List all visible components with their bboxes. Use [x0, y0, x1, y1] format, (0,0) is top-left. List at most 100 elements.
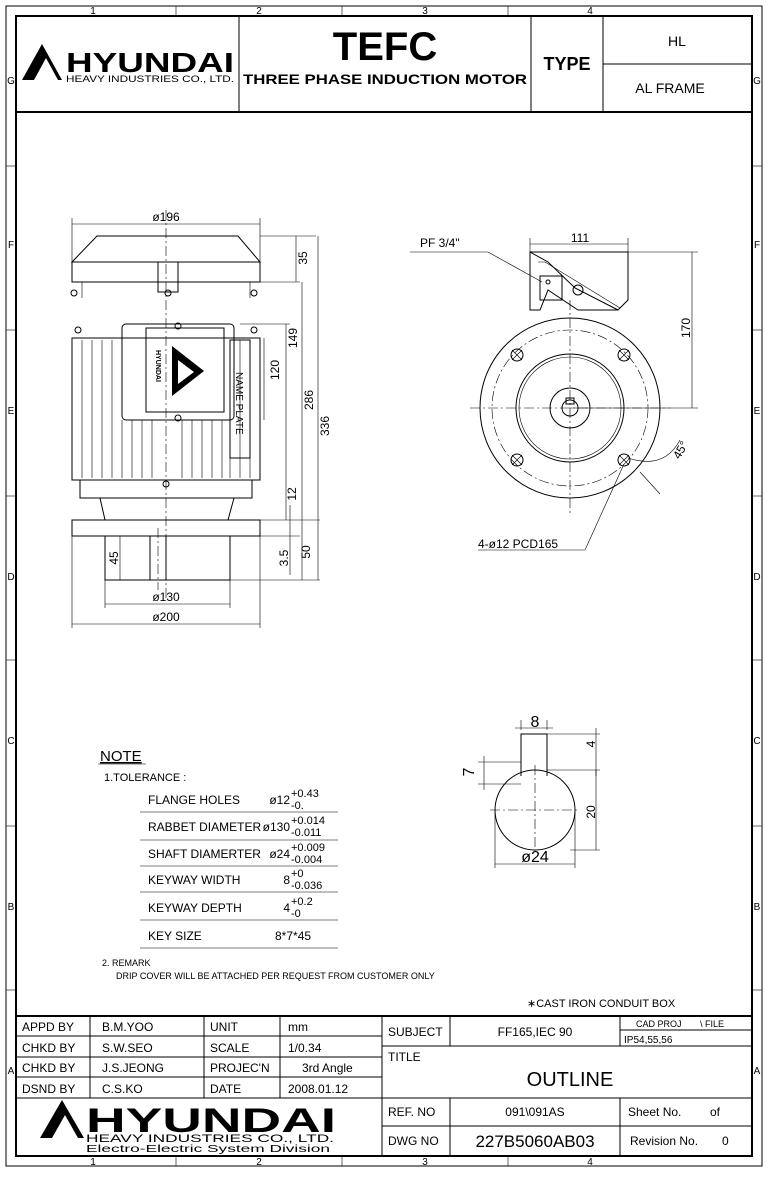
tol-nominal-5: 8*7*45: [275, 929, 311, 943]
sheet-label: Sheet No.: [628, 1105, 681, 1119]
footer-brand: HYUNDAI: [86, 1102, 336, 1140]
box-brand-text: HYUNDAI: [154, 350, 161, 382]
cad-value: IP54,55,56: [624, 1035, 673, 1046]
inner-border: [15, 15, 753, 1157]
subject-label: SUBJECT: [388, 1025, 443, 1039]
type-value-frame: AL FRAME: [635, 80, 705, 96]
row-label-a-right: A: [754, 1066, 761, 1077]
dim-v50: 50: [299, 545, 313, 559]
title-block: APPD BY B.M.YOO CHKD BY S.W.SEO CHKD BY …: [16, 1015, 752, 1156]
dim-d111: 111: [571, 231, 590, 245]
people-role-2: CHKD BY: [22, 1061, 75, 1075]
tol-upper-1: +0.014: [291, 815, 325, 827]
dim-d196: ø196: [152, 210, 180, 224]
ref-value: 091\091AS: [505, 1105, 564, 1119]
people-name-2: J.S.JEONG: [102, 1061, 164, 1075]
flange-hole-icons: [510, 348, 631, 467]
prop-value-3: 2008.01.12: [288, 1082, 348, 1096]
col-label-1: 1: [90, 6, 96, 17]
footer-brand-sub: HEAVY INDUSTRIES CO., LTD.: [86, 1133, 334, 1145]
dim-angle: 45°: [670, 438, 691, 461]
prop-value-1: 1/0.34: [288, 1041, 322, 1055]
col-label-2: 2: [256, 6, 262, 17]
row-label-e-right: E: [754, 406, 761, 417]
hyundai-logo-icon: [22, 44, 62, 80]
title-label: TITLE: [388, 1050, 421, 1064]
row-label-g: G: [7, 76, 15, 87]
col-label-2-bottom: 2: [256, 1157, 262, 1168]
sheet-of: of: [710, 1105, 721, 1119]
col-label-3: 3: [422, 6, 428, 17]
shaft-diameter: ø24: [521, 849, 549, 866]
tol-nominal-4: 4: [283, 901, 290, 915]
file-label: \ FILE: [700, 1019, 724, 1029]
footer-logo-icon: [40, 1100, 84, 1138]
col-label-4: 4: [587, 6, 593, 17]
tol-nominal-0: ø12: [269, 793, 290, 807]
col-label-4-bottom: 4: [587, 1157, 593, 1168]
front-view: 111 170 PF 3/4" 45° 4-ø12 PCD165: [410, 231, 698, 551]
type-value-hl: HL: [668, 33, 686, 49]
remark-heading: 2. REMARK: [102, 958, 151, 968]
dim-v336: 336: [318, 416, 332, 436]
tol-nominal-2: ø24: [269, 847, 290, 861]
shaft-key-width: 8: [531, 714, 540, 731]
header-brand: HYUNDAI: [66, 47, 234, 78]
tol-label-2: SHAFT DIAMERTER: [148, 847, 261, 861]
tol-upper-0: +0.43: [291, 788, 319, 800]
dim-v3-5: 3.5: [277, 549, 291, 566]
side-view: HYUNDAI NAME PLATE ø196 ø130 ø200 45: [70, 210, 332, 628]
holes-label: 4-ø12 PCD165: [478, 537, 558, 551]
people-name-1: S.W.SEO: [102, 1041, 153, 1055]
row-label-b-right: B: [754, 902, 761, 913]
tol-lower-1: -0.011: [291, 827, 321, 839]
people-name-3: C.S.KO: [102, 1082, 143, 1096]
tol-label-1: RABBET DIAMETER: [148, 820, 261, 834]
cad-proj-label: CAD PROJ: [636, 1019, 682, 1029]
dim-v286: 286: [302, 390, 316, 410]
footer-division: Electro-Electric System Division: [86, 1144, 330, 1155]
tol-nominal-1: ø130: [263, 820, 291, 834]
subject-value: FF165,IEC 90: [498, 1025, 573, 1039]
tol-lower-4: -0: [291, 908, 301, 920]
row-label-b: B: [8, 902, 15, 913]
outer-border: [5, 5, 763, 1167]
type-label: TYPE: [543, 54, 590, 74]
title-value: OUTLINE: [527, 1069, 614, 1091]
dim-d200: ø200: [152, 610, 180, 624]
prop-label-0: UNIT: [210, 1020, 239, 1034]
row-label-e: E: [8, 406, 15, 417]
ref-label: REF. NO: [388, 1105, 435, 1119]
people-name-0: B.M.YOO: [102, 1020, 153, 1034]
tol-upper-2: +0.009: [291, 842, 325, 854]
dim-v12: 12: [285, 487, 299, 501]
row-label-c: C: [7, 736, 14, 747]
row-label-d: D: [7, 572, 14, 583]
tol-label-0: FLANGE HOLES: [148, 793, 240, 807]
remark-text: DRIP COVER WILL BE ATTACHED PER REQUEST …: [116, 971, 435, 981]
people-role-0: APPD BY: [22, 1020, 74, 1034]
revision-value: 0: [722, 1134, 729, 1148]
header-title: TEFC: [333, 25, 437, 69]
header-brand-sub: HEAVY INDUSTRIES CO., LTD.: [66, 74, 234, 84]
row-label-f: F: [8, 240, 14, 251]
tol-upper-4: +0.2: [291, 896, 313, 908]
people-role-1: CHKD BY: [22, 1041, 75, 1055]
shaft-section: 8 7 4 20 ø24: [461, 714, 600, 868]
prop-label-1: SCALE: [210, 1041, 249, 1055]
row-label-d-right: D: [753, 572, 760, 583]
dim-v45: 45: [107, 551, 121, 565]
tol-lower-2: -0.004: [291, 854, 322, 866]
dwg-label: DWG NO: [388, 1134, 439, 1148]
header-subtitle: THREE PHASE INDUCTION MOTOR: [243, 71, 527, 87]
prop-value-2: 3rd Angle: [302, 1061, 353, 1075]
conduit-note: ∗CAST IRON CONDUIT BOX: [527, 998, 676, 1010]
notes: NOTE 1.TOLERANCE : FLANGE HOLES ø12 +0.4…: [98, 748, 676, 1010]
tolerance-heading: 1.TOLERANCE :: [104, 772, 186, 784]
revision-label: Revision No.: [630, 1134, 698, 1148]
people-role-3: DSND BY: [22, 1082, 75, 1096]
tol-label-5: KEY SIZE: [148, 929, 202, 943]
row-label-g-right: G: [753, 76, 761, 87]
